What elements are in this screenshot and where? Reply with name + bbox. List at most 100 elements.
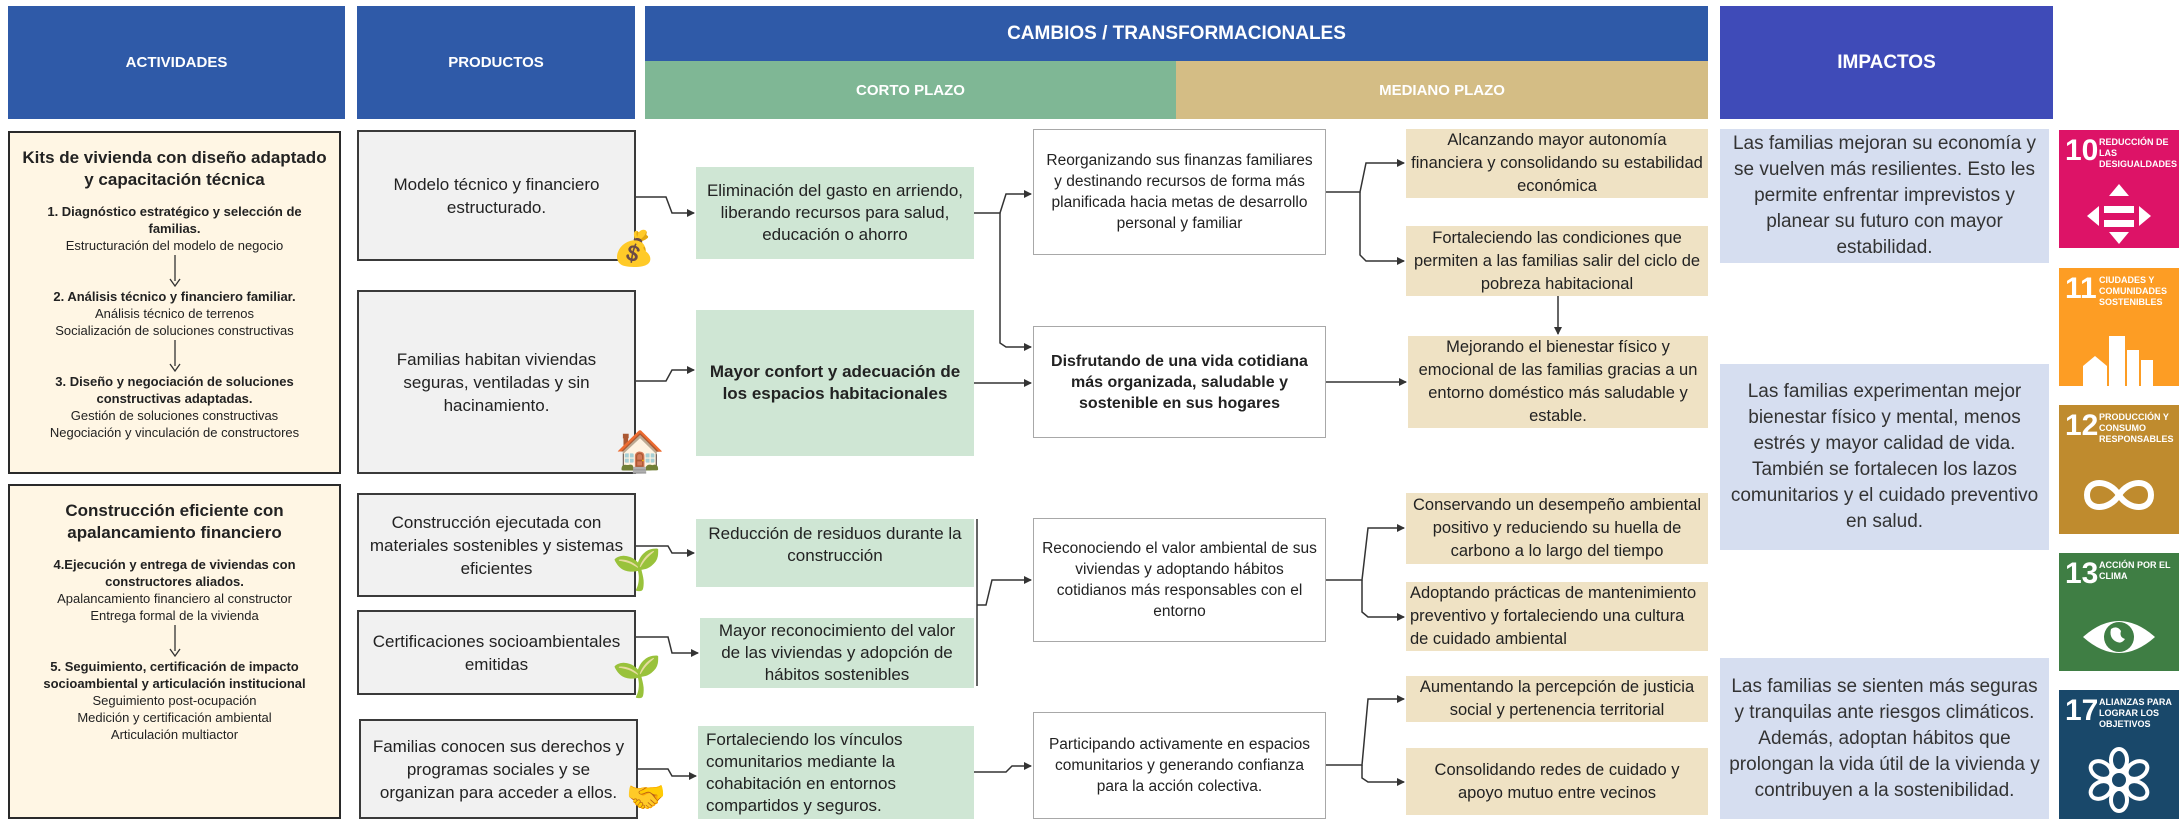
sdg-label: Alianzas para lograr los objetivos xyxy=(2099,697,2172,729)
medium-term-box-2: Disfrutando de una vida cotidiana más or… xyxy=(1033,326,1326,438)
impact-box-3: Las familias se sienten más seguras y tr… xyxy=(1720,658,2049,819)
sdg-label: Ciudades y comunidades sostenibles xyxy=(2099,275,2168,307)
outcome-text: Alcanzando mayor autonomía financiera y … xyxy=(1411,131,1703,195)
impact-text: Las familias mejoran su economía y se vu… xyxy=(1732,133,2037,258)
activity-step-sub: Apalancamiento financiero al constructor xyxy=(57,591,292,606)
outcome-box-6: Aumentando la percepción de justicia soc… xyxy=(1406,676,1708,722)
outcome-text: Fortaleciendo las condiciones que permit… xyxy=(1413,228,1701,293)
activity-step-sub: Estructuración del modelo de negocio xyxy=(65,238,284,253)
medium-term-box-1: Reorganizando sus finanzas familiares y … xyxy=(1033,129,1326,255)
short-term-box-3: Reducción de residuos durante la constru… xyxy=(696,519,974,587)
impact-text: Las familias experimentan mejor bienesta… xyxy=(1730,381,2039,532)
outcome-text: Adoptando prácticas de mantenimiento pre… xyxy=(1410,584,1697,648)
product-box-2: Familias habitan viviendas seguras, vent… xyxy=(357,290,636,474)
product-text: Construcción ejecutada con materiales so… xyxy=(369,512,624,578)
medium-term-text: Disfrutando de una vida cotidiana más or… xyxy=(1051,352,1308,412)
short-term-text: Mayor reconocimiento del valor de las vi… xyxy=(718,621,956,684)
sdg-13-badge: 13 Acción por el clima xyxy=(2059,553,2179,671)
product-text: Familias conocen sus derechos y programa… xyxy=(372,736,625,802)
outcome-text: Consolidando redes de cuidado y apoyo mu… xyxy=(1434,760,1680,802)
outcome-box-2: Fortaleciendo las condiciones que permit… xyxy=(1406,226,1708,296)
outcome-text: Mejorando el bienestar físico y emociona… xyxy=(1418,338,1698,425)
short-term-text: Fortaleciendo los vínculos comunitarios … xyxy=(706,729,903,815)
activity-block-2: Construcción eficiente con apalancamient… xyxy=(8,484,341,819)
impact-box-2: Las familias experimentan mejor bienesta… xyxy=(1720,364,2049,550)
short-term-box-5: Fortaleciendo los vínculos comunitarios … xyxy=(698,726,974,819)
product-box-4: Certificaciones socioambientales emitida… xyxy=(357,610,636,695)
activity-step-title: 5. Seguimiento, certificación de impacto… xyxy=(43,659,306,691)
short-term-text: Mayor confort y adecuación de los espaci… xyxy=(709,362,961,403)
product-text: Modelo técnico y financiero estructurado… xyxy=(393,174,600,217)
short-term-text: Reducción de residuos durante la constru… xyxy=(708,524,962,565)
outcome-text: Conservando un desempeño ambiental posit… xyxy=(1412,496,1702,560)
activity-step-sub: Análisis técnico de terrenos xyxy=(95,306,254,321)
activity-block-1: Kits de vivienda con diseño adaptado y c… xyxy=(8,131,341,474)
handshake-icon: 🤝 xyxy=(626,779,666,815)
sdg-label: Reducción de las desigualdades xyxy=(2099,137,2178,169)
product-box-3: Construcción ejecutada con materiales so… xyxy=(357,493,636,597)
header-cambios: CAMBIOS / TRANSFORMACIONALES xyxy=(645,6,1708,61)
activity-step-sub: Entrega formal de la vivienda xyxy=(90,608,259,623)
sprout-icon: 🌱 xyxy=(612,548,662,592)
house-icon: 🏠 xyxy=(615,430,665,474)
sdg-11-badge: 11 Ciudades y comunidades sostenibles xyxy=(2059,268,2179,389)
outcome-text: Aumentando la percepción de justicia soc… xyxy=(1419,678,1695,719)
short-term-text: Eliminación del gasto en arriendo, liber… xyxy=(706,181,964,244)
activity-step-title: 2. Análisis técnico y financiero familia… xyxy=(53,289,296,304)
infinity-icon xyxy=(2083,480,2155,510)
product-box-5: Familias conocen sus derechos y programa… xyxy=(359,719,638,819)
short-term-box-4: Mayor reconocimiento del valor de las vi… xyxy=(700,618,974,688)
sprout-icon: 🌱 xyxy=(612,655,662,699)
activity-step-sub: Socialización de soluciones constructiva… xyxy=(55,323,294,338)
medium-term-box-3: Reconociendo el valor ambiental de sus v… xyxy=(1033,518,1326,642)
city-icon xyxy=(2081,336,2157,389)
impact-text: Las familias se sienten más seguras y tr… xyxy=(1729,675,2040,801)
activity-step-sub: Medición y certificación ambiental xyxy=(77,710,272,725)
eye-earth-icon xyxy=(2083,621,2155,653)
flower-icon xyxy=(2088,747,2150,813)
activity-step-sub: Gestión de soluciones constructivas xyxy=(70,408,279,423)
outcome-box-4: Conservando un desempeño ambiental posit… xyxy=(1406,493,1708,564)
sdg-number: 10 xyxy=(2065,134,2099,167)
activity-step-title: 4.Ejecución y entrega de viviendas con c… xyxy=(53,557,296,589)
sdg-number: 13 xyxy=(2065,557,2099,590)
impact-box-1: Las familias mejoran su economía y se vu… xyxy=(1720,129,2049,263)
medium-term-text: Participando activamente en espacios com… xyxy=(1048,736,1311,795)
sdg-number: 11 xyxy=(2065,272,2097,305)
money-bag-icon: 💰 xyxy=(612,230,656,268)
down-arrow-icon xyxy=(20,254,329,288)
medium-term-text: Reorganizando sus finanzas familiares y … xyxy=(1046,152,1313,232)
down-arrow-icon xyxy=(20,624,329,658)
header-actividades: ACTIVIDADES xyxy=(8,6,345,119)
equality-icon xyxy=(2087,184,2151,244)
header-mediano-plazo: MEDIANO PLAZO xyxy=(1176,61,1708,119)
header-impactos: IMPACTOS xyxy=(1720,6,2053,119)
outcome-box-7: Consolidando redes de cuidado y apoyo mu… xyxy=(1406,748,1708,815)
header-productos: PRODUCTOS xyxy=(357,6,635,119)
medium-term-box-4: Participando activamente en espacios com… xyxy=(1033,712,1326,819)
short-term-box-1: Eliminación del gasto en arriendo, liber… xyxy=(696,167,974,259)
product-box-1: Modelo técnico y financiero estructurado… xyxy=(357,130,636,261)
outcome-box-3: Mejorando el bienestar físico y emociona… xyxy=(1408,336,1708,428)
outcome-box-1: Alcanzando mayor autonomía financiera y … xyxy=(1406,129,1708,198)
activity-step-sub: Negociación y vinculación de constructor… xyxy=(49,425,300,440)
activity-step-sub: Articulación multiactor xyxy=(110,727,239,742)
sdg-number: 17 xyxy=(2065,694,2099,727)
activity-title: Kits de vivienda con diseño adaptado y c… xyxy=(22,148,327,189)
down-arrow-icon xyxy=(20,339,329,373)
medium-term-text: Reconociendo el valor ambiental de sus v… xyxy=(1042,540,1317,620)
sdg-label: Producción y consumo responsables xyxy=(2099,412,2174,444)
product-text: Familias habitan viviendas seguras, vent… xyxy=(396,349,597,415)
sdg-17-badge: 17 Alianzas para lograr los objetivos xyxy=(2059,690,2179,819)
short-term-box-2: Mayor confort y adecuación de los espaci… xyxy=(696,310,974,456)
sdg-number: 12 xyxy=(2065,409,2099,442)
activity-step-title: 3. Diseño y negociación de soluciones co… xyxy=(55,374,294,406)
sdg-12-badge: 12 Producción y consumo responsables xyxy=(2059,405,2179,534)
sdg-label: Acción por el clima xyxy=(2099,560,2171,581)
product-text: Certificaciones socioambientales emitida… xyxy=(372,631,621,674)
activity-step-title: 1. Diagnóstico estratégico y selección d… xyxy=(47,204,302,236)
sdg-10-badge: 10 Reducción de las desigualdades xyxy=(2059,130,2179,248)
activity-title: Construcción eficiente con apalancamient… xyxy=(65,501,284,542)
header-corto-plazo: CORTO PLAZO xyxy=(645,61,1176,119)
activity-step-sub: Seguimiento post-ocupación xyxy=(92,693,257,708)
